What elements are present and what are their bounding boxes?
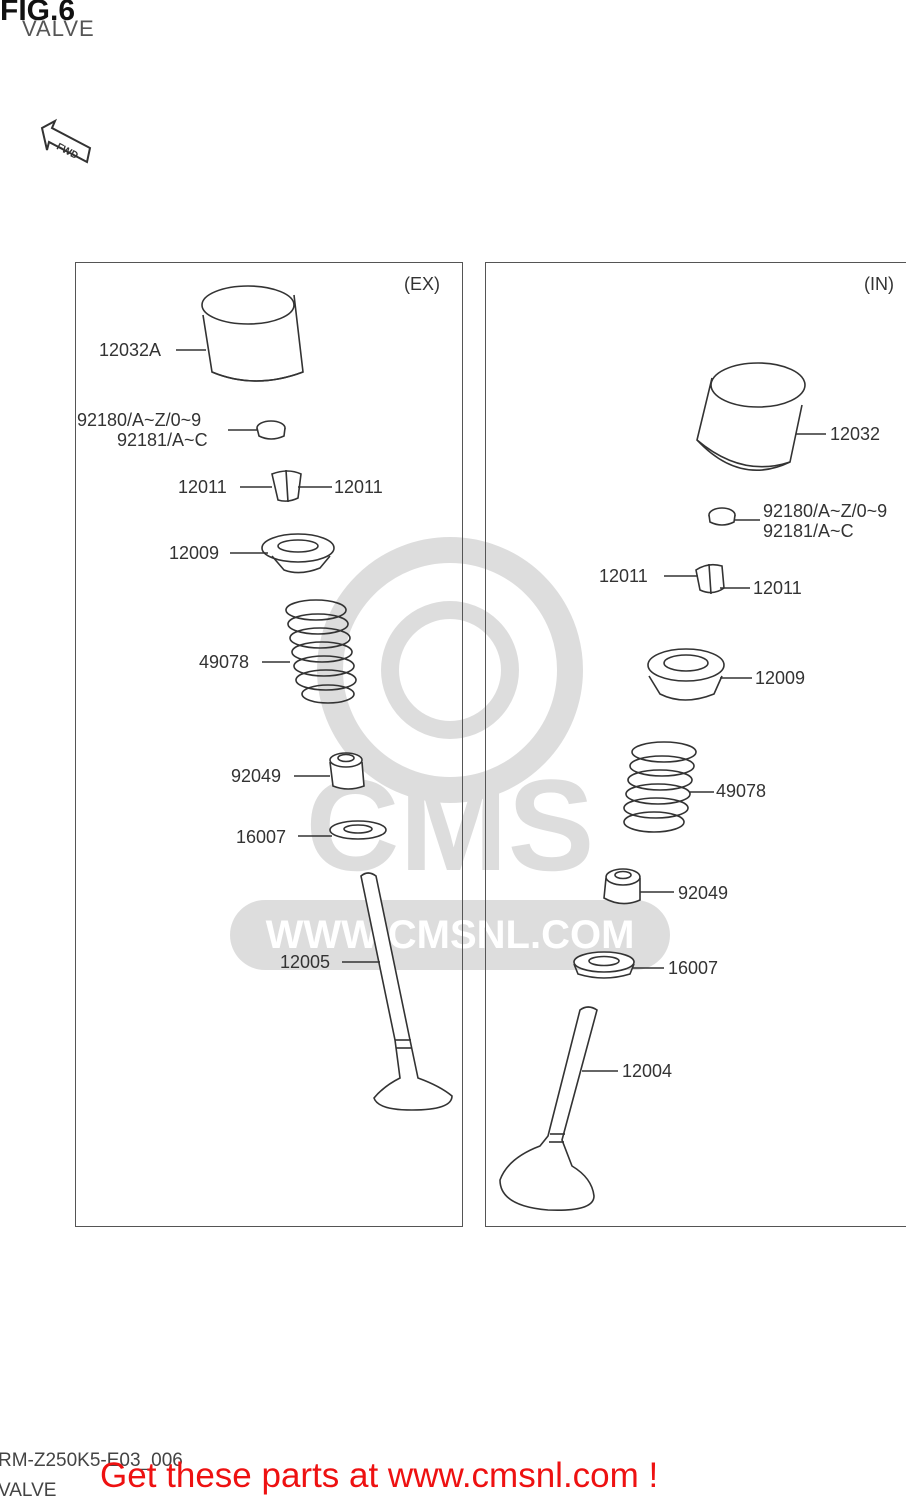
ex-cotter-part (271, 469, 302, 503)
exhaust-panel (75, 262, 463, 1227)
ex-cotter-label-right: 12011 (334, 477, 383, 497)
in-spring-label: 49078 (716, 781, 767, 801)
ex-seal-label: 92049 (231, 766, 282, 786)
ex-spring-label: 49078 (199, 652, 250, 672)
in-shim-label-b: 92181/A~C (763, 521, 854, 541)
diagram-footer-label: VALVE (0, 1480, 57, 1501)
in-shim-label-a: 92180/A~Z/0~9 (763, 501, 888, 521)
intake-panel (485, 262, 906, 1227)
ex-valve-part (360, 872, 453, 1111)
exhaust-panel-tag: (EX) (404, 274, 440, 294)
ex-seat-label: 16007 (236, 827, 287, 847)
in-shim-part (708, 507, 736, 526)
fwd-arrow-icon: FWD (40, 118, 92, 164)
ex-tappet-part (201, 285, 304, 382)
in-seal-label: 92049 (678, 883, 729, 903)
ex-shim-label-a: 92180/A~Z/0~9 (77, 410, 202, 430)
in-valve-label: 12004 (622, 1061, 673, 1081)
figure-subtitle: VALVE (22, 16, 95, 41)
watermark-url: WWW.CMSNL.COM (266, 913, 635, 957)
cms-watermark-logo: CMS WWW.CMSNL.COM (230, 537, 670, 970)
in-seal-part (603, 868, 641, 905)
in-retainer-label: 12009 (755, 668, 806, 688)
in-tappet-part (696, 362, 806, 471)
ex-cotter-label-left: 12011 (178, 477, 227, 497)
in-spring-part (623, 741, 697, 833)
ex-valve-label: 12005 (280, 952, 331, 972)
ex-shim-part (256, 420, 286, 440)
ex-seat-part (329, 820, 387, 840)
in-seat-label: 16007 (668, 958, 719, 978)
ex-retainer-label: 12009 (169, 543, 220, 563)
ex-tappet-label: 12032A (99, 340, 162, 360)
figure-title: FIG.6 (0, 0, 76, 27)
in-cotter-label-left: 12011 (599, 566, 648, 586)
ex-shim-label-b: 92181/A~C (117, 430, 208, 450)
in-retainer-part (647, 648, 725, 701)
in-valve-part (499, 1006, 598, 1212)
in-tappet-label: 12032 (830, 424, 881, 444)
in-seat-part (573, 951, 635, 979)
in-cotter-label-right: 12011 (753, 578, 802, 598)
ex-retainer-part (261, 533, 335, 574)
diagram-code: RM-Z250K5-E03_006 (0, 1450, 183, 1471)
promo-link[interactable]: Get these parts at www.cmsnl.com ! (100, 1456, 659, 1495)
intake-panel-tag: (IN) (864, 274, 894, 294)
ex-seal-part (329, 752, 365, 790)
ex-spring-part (285, 599, 357, 704)
